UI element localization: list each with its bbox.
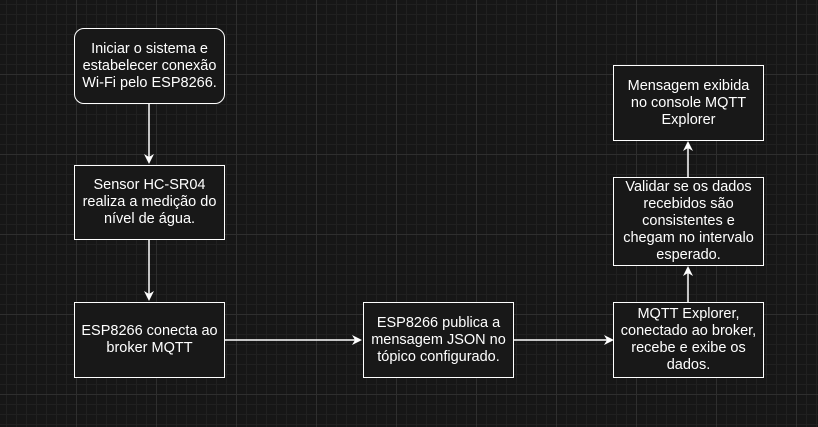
node-start-system-text: Iniciar o sistema e estabelecer conexão …: [82, 40, 217, 91]
node-explorer-receive[interactable]: MQTT Explorer, conectado ao broker, rece…: [613, 302, 764, 378]
node-connect-broker[interactable]: ESP8266 conecta ao broker MQTT: [74, 302, 225, 378]
node-start-system[interactable]: Iniciar o sistema e estabelecer conexão …: [74, 28, 225, 104]
node-validate-data[interactable]: Validar se os dados recebidos são consis…: [613, 177, 764, 266]
node-message-displayed-text: Mensagem exibida no console MQTT Explore…: [627, 77, 750, 128]
node-sensor-measure-text: Sensor HC-SR04 realiza a medição do níve…: [82, 177, 217, 227]
node-message-displayed[interactable]: Mensagem exibida no console MQTT Explore…: [613, 65, 764, 141]
node-sensor-measure[interactable]: Sensor HC-SR04 realiza a medição do níve…: [74, 165, 225, 240]
node-publish-json-text: ESP8266 publica a mensagem JSON no tópic…: [371, 314, 506, 365]
node-publish-json[interactable]: ESP8266 publica a mensagem JSON no tópic…: [363, 302, 514, 378]
node-explorer-receive-text: MQTT Explorer, conectado ao broker, rece…: [620, 306, 757, 373]
node-validate-data-text: Validar se os dados recebidos são consis…: [623, 179, 754, 263]
node-connect-broker-text: ESP8266 conecta ao broker MQTT: [81, 323, 218, 356]
